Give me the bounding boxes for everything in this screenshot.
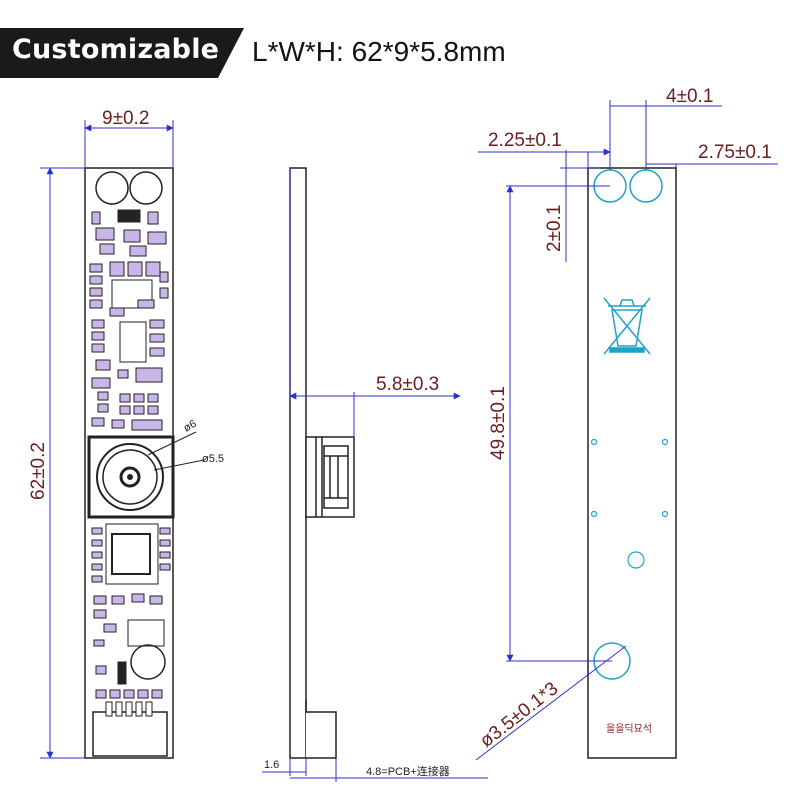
dimension-spec: L*W*H: 62*9*5.8mm xyxy=(252,36,506,68)
hole-distance-dimension: 49.8±0.1 xyxy=(488,386,509,460)
customizable-badge xyxy=(0,28,244,78)
pcb-connector-dimension: 4.8=PCB+连接器 xyxy=(366,765,450,778)
lens-inner-ring xyxy=(102,449,158,505)
width-dimension: 9±0.2 xyxy=(102,108,149,129)
right-offset-dimension: 2.75±0.1 xyxy=(698,142,772,163)
mount-hole-bottom xyxy=(130,644,166,680)
spec-value: 62*9*5.8mm xyxy=(351,36,506,67)
mount-hole-left xyxy=(95,171,129,205)
back-view: 을을딕묘석 4±0.1 2.25±0.1 2.75±0.1 2±0.1 49.8… xyxy=(475,86,778,761)
weee-bin-icon xyxy=(603,297,651,355)
pcb-components-bottom xyxy=(91,523,171,699)
back-vias xyxy=(590,438,669,569)
front-view: ø6 ø5.5 xyxy=(28,108,224,759)
pcb-components-top xyxy=(89,209,169,431)
lens-inner-dim: ø5.5 xyxy=(202,453,224,465)
hole-diameter-dimension: ø3.5±0.1*3 xyxy=(476,678,562,752)
top-offset-dimension: 2±0.1 xyxy=(544,205,565,252)
lens-center xyxy=(119,466,141,488)
side-view: 5.8±0.3 1.6 4.8=PCB+连接器 xyxy=(262,167,488,782)
hole-spacing-dimension: 4±0.1 xyxy=(666,86,713,107)
back-silkscreen: 을을딕묘석 xyxy=(606,723,652,735)
height-dimension: 5.8±0.3 xyxy=(376,374,439,395)
spec-label: L*W*H: xyxy=(252,36,344,67)
mount-hole-right xyxy=(129,171,163,205)
lens-outer-ring xyxy=(96,443,164,511)
connector-side xyxy=(305,700,337,759)
length-dimension: 62±0.2 xyxy=(28,442,49,500)
badge-label: Customizable xyxy=(12,34,220,65)
lens-outer-dim: ø6 xyxy=(182,418,199,435)
pcb-side-profile xyxy=(289,167,307,759)
left-offset-dimension: 2.25±0.1 xyxy=(488,130,562,151)
pcb-back-outline xyxy=(587,167,677,759)
pcb-thickness-dimension: 1.6 xyxy=(264,759,279,771)
connector-front xyxy=(92,711,168,757)
